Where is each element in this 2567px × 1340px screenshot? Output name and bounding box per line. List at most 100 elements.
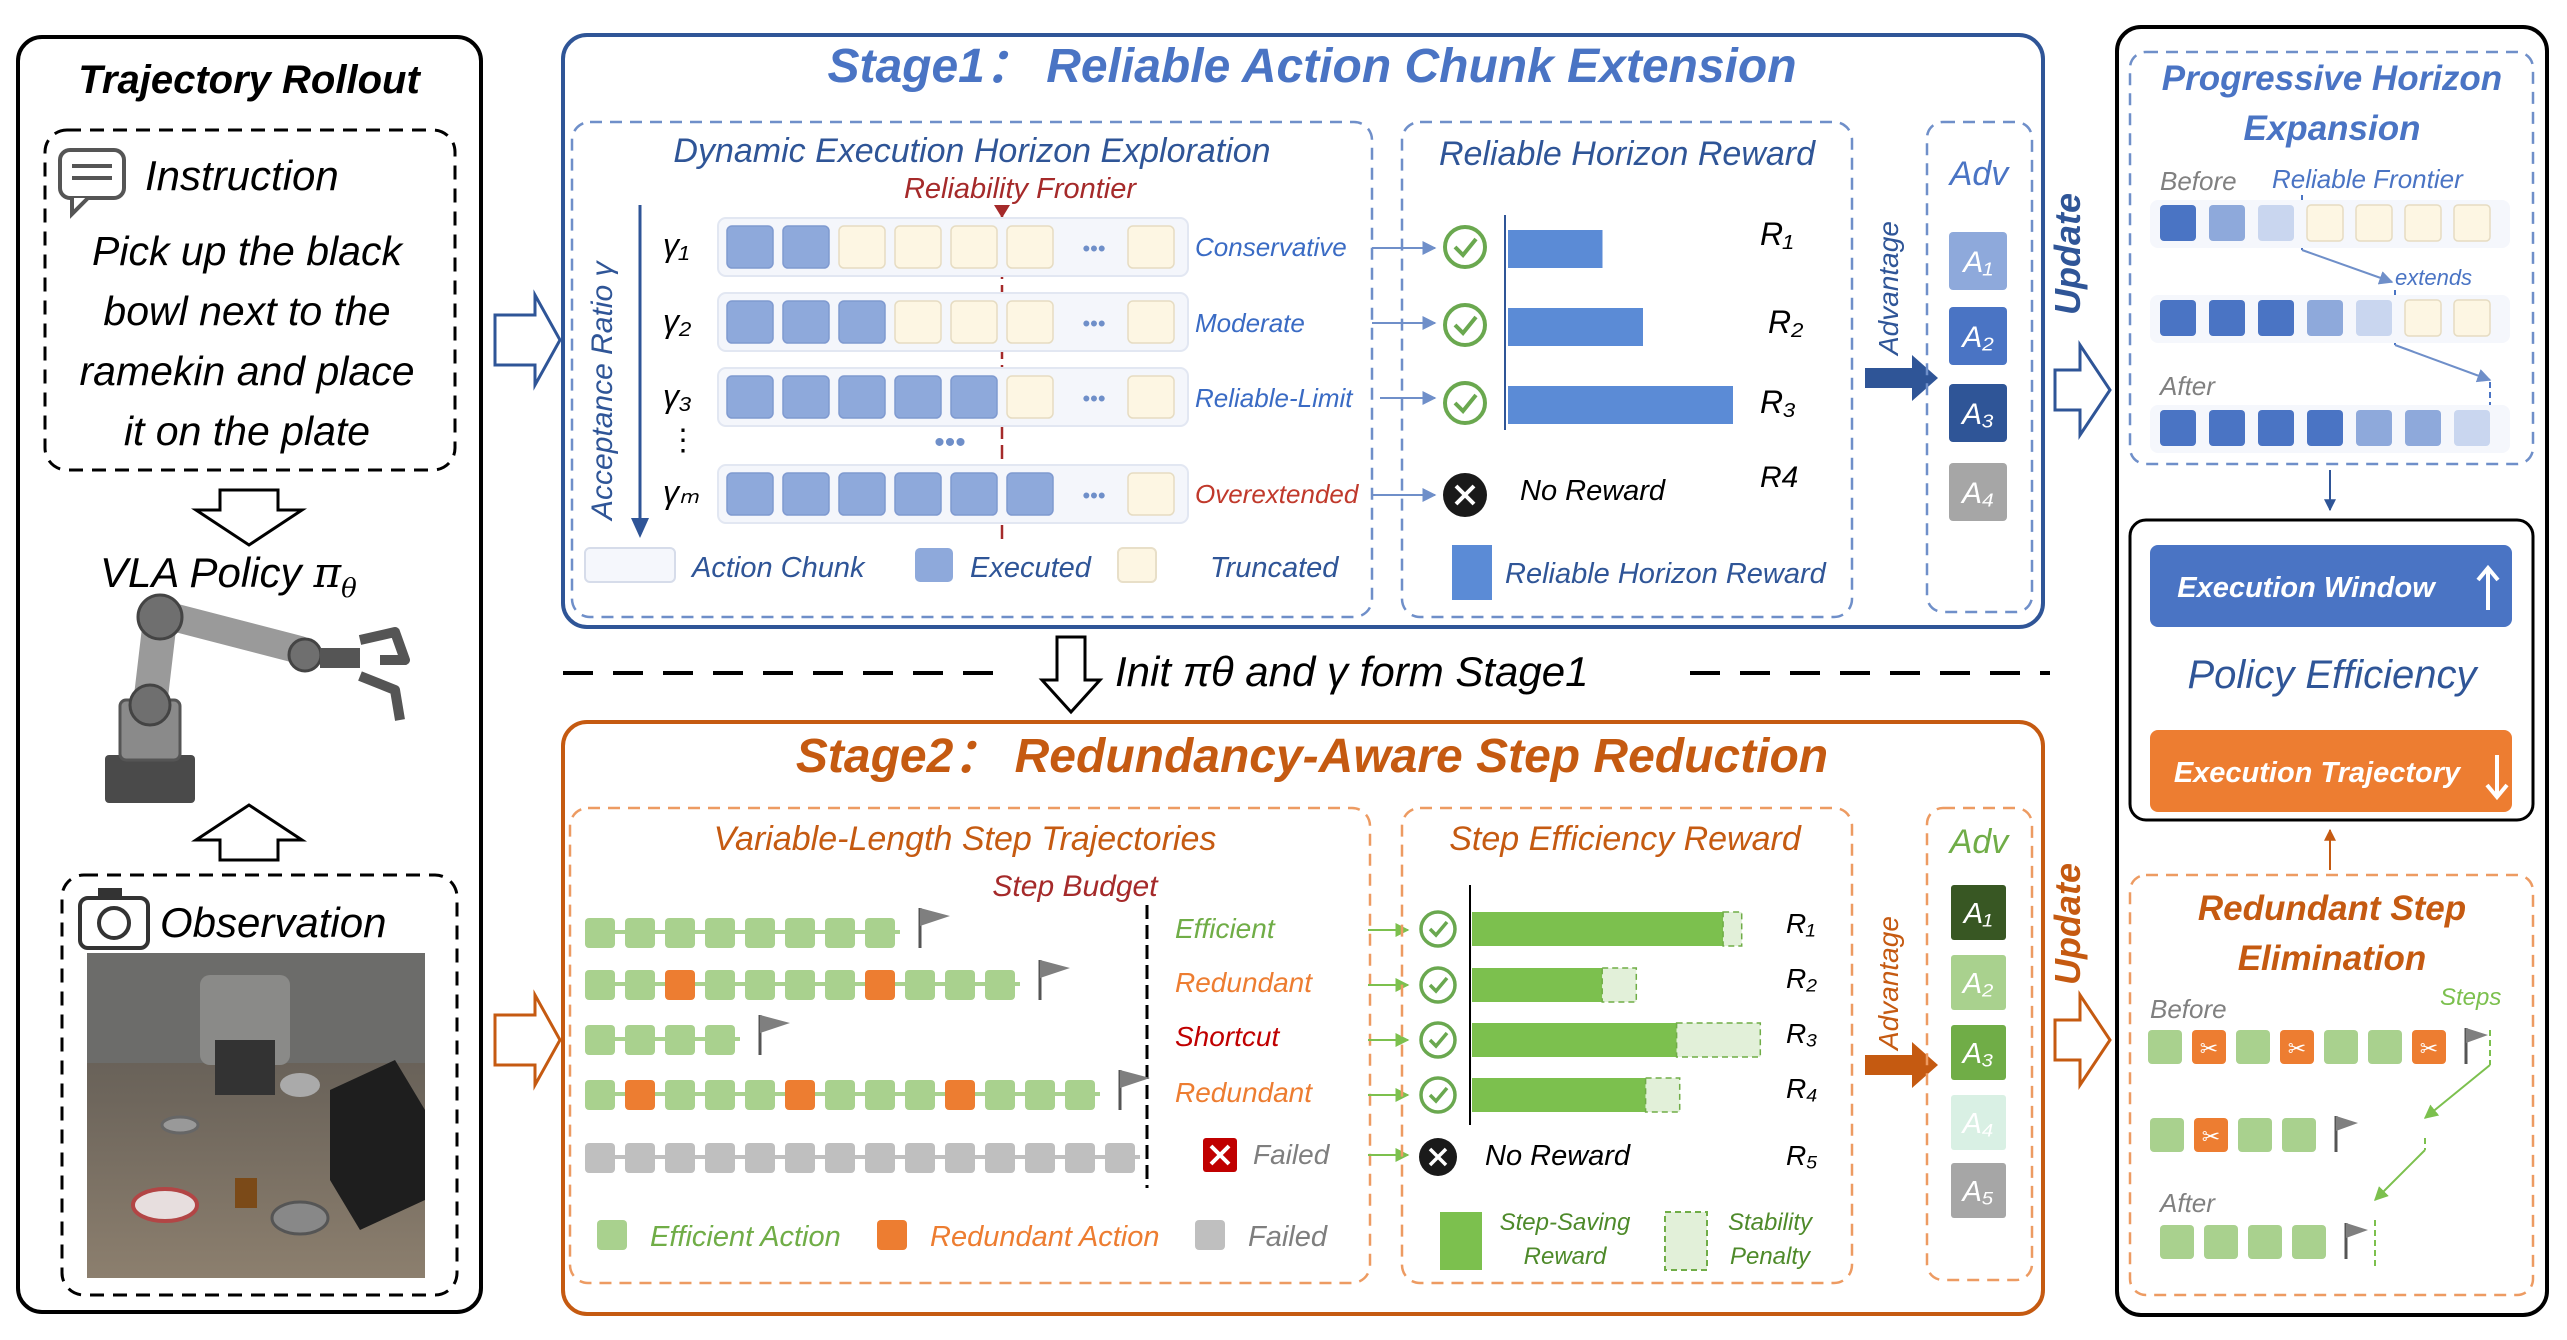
efficient-step (1065, 1080, 1095, 1110)
stage2-adv-box (1925, 806, 2034, 1282)
failed-step (1025, 1143, 1055, 1173)
stage2-adv-a3-cell (1951, 1025, 2006, 1080)
check-mark-icon (1453, 393, 1478, 414)
efficient-step (945, 970, 975, 1000)
efficient-step (2148, 1030, 2182, 1064)
adv-a1: A₁ (1961, 246, 1992, 279)
horizon-title-2: Expansion (2244, 109, 2421, 148)
efficient-step (985, 970, 1015, 1000)
failed-step (985, 1143, 1015, 1173)
row-label-overextended: Overextended (1195, 479, 1360, 509)
executed-chunk (2209, 410, 2245, 446)
reward-legend: Reliable Horizon Reward (1505, 558, 1827, 590)
legend-stability-2: Penalty (1730, 1243, 1812, 1270)
stage1-title: Stage1： Reliable Action Chunk Extension (827, 40, 1796, 93)
check-mark-icon (1428, 1086, 1449, 1104)
step-saving-bar (1472, 1078, 1646, 1112)
scissors-icon: ✂ (2420, 1036, 2438, 1061)
reward-bar (1508, 386, 1733, 424)
executed-chunk (782, 300, 830, 344)
execution-window-label: Execution Window (2177, 572, 2437, 604)
row-label-conservative: Conservative (1195, 232, 1347, 262)
reward-title: Reliable Horizon Reward (1439, 135, 1816, 173)
stage2-adv-a2: A₂ (1961, 968, 1993, 1000)
reward-bar (1508, 308, 1643, 346)
check-icon (1443, 381, 1487, 425)
stability-penalty-bar (1675, 1022, 1762, 1058)
stage2-update-label: Update (2047, 863, 2088, 985)
legend-step-saving-2: Reward (1524, 1243, 1607, 1270)
stage1-update-label: Update (2047, 193, 2088, 315)
failed-step (785, 1143, 815, 1173)
check-mark-icon (1428, 976, 1449, 994)
check-icon (1443, 303, 1487, 347)
executed-chunk (2160, 300, 2196, 336)
check-icon (1419, 910, 1457, 948)
exploration-box (570, 120, 1374, 619)
efficient-step (2368, 1030, 2402, 1064)
chunk-ellipsis: ••• (1082, 386, 1105, 411)
trajectories-title: Variable-Length Step Trajectories (714, 820, 1217, 858)
gamma-3: γ₃ (663, 378, 692, 414)
check-icon (1419, 1076, 1457, 1114)
legend-stability-1: Stability (1728, 1209, 1814, 1236)
step-saving-bar (1472, 912, 1724, 946)
legend-failed: Failed (1248, 1221, 1328, 1253)
stage2-adv-a4-cell (1951, 1095, 2006, 1150)
failed-step (1065, 1143, 1095, 1173)
efficient-step (585, 1025, 615, 1055)
efficient-step (2292, 1225, 2326, 1259)
stage2-step-rows (585, 908, 1150, 1173)
redundant-step (2280, 1030, 2314, 1064)
stage2-advantage-label: Advantage (1873, 916, 1904, 1052)
adv-a4: A₄ (1960, 477, 1994, 510)
legend-efficient-swatch (597, 1220, 627, 1250)
stage2-advantage-arrow-icon (1865, 1042, 1938, 1088)
traj-label-shortcut: Shortcut (1175, 1021, 1280, 1052)
reward-legend-swatch (1452, 545, 1492, 600)
stage2-adv-a1: A₁ (1962, 898, 1993, 930)
efficient-step (625, 918, 655, 948)
init-arrow-icon (1038, 635, 1104, 715)
step-budget-label: Step Budget (992, 870, 1159, 903)
efficient-step (785, 970, 815, 1000)
traj-label-redundant-1: Redundant (1175, 967, 1313, 998)
stage2-adv-a3: A₃ (1961, 1038, 1994, 1070)
legend-truncated: Truncated (1210, 552, 1339, 584)
stage1-chunk-rows: •••••••••••• (717, 217, 1189, 524)
steps-label: Steps (2440, 984, 2501, 1011)
gamma-1: γ₁ (663, 227, 689, 263)
efficient-step (625, 1025, 655, 1055)
frontier-arrow-icon (994, 205, 1010, 218)
adv-a1-cell (1949, 232, 2007, 290)
failed-step (745, 1143, 775, 1173)
failed-step (665, 1143, 695, 1173)
executed-chunk (1006, 472, 1054, 516)
instruction-line-3: ramekin and place (79, 348, 414, 394)
reward-bar (1508, 230, 1603, 268)
step-reward-5-label: R₅ (1786, 1140, 1817, 1171)
row-label-reliable-limit: Reliable-Limit (1195, 383, 1354, 413)
failed-x-icon (1203, 1138, 1237, 1172)
executed-chunk (2160, 410, 2196, 446)
efficient-step (985, 1080, 1015, 1110)
chunk-ellipsis: ••• (1082, 483, 1105, 508)
step-reward-title: Step Efficiency Reward (1449, 820, 1802, 858)
instruction-label: Instruction (145, 152, 339, 199)
legend-step-saving-1: Step-Saving (1500, 1209, 1631, 1236)
redundant-elimination-box (2128, 873, 2535, 1297)
execution-window-button (2150, 545, 2512, 627)
efficient-step (825, 1080, 855, 1110)
stability-penalty-bar (1601, 967, 1638, 1003)
failed-step (825, 1143, 855, 1173)
right-panel: Progressive Horizon Expansion Before Rel… (2115, 25, 2549, 1317)
adv-a3-cell (1949, 384, 2007, 442)
legend-step-saving-swatch (1440, 1212, 1482, 1270)
advantage-arrow-icon (1865, 355, 1938, 401)
step-reward-box (1400, 806, 1854, 1285)
step-reward-3-label: R₃ (1786, 1018, 1817, 1049)
observation-box (60, 873, 459, 1297)
executed-chunk (726, 472, 774, 516)
gamma-vdots: ⋮ (668, 424, 698, 457)
